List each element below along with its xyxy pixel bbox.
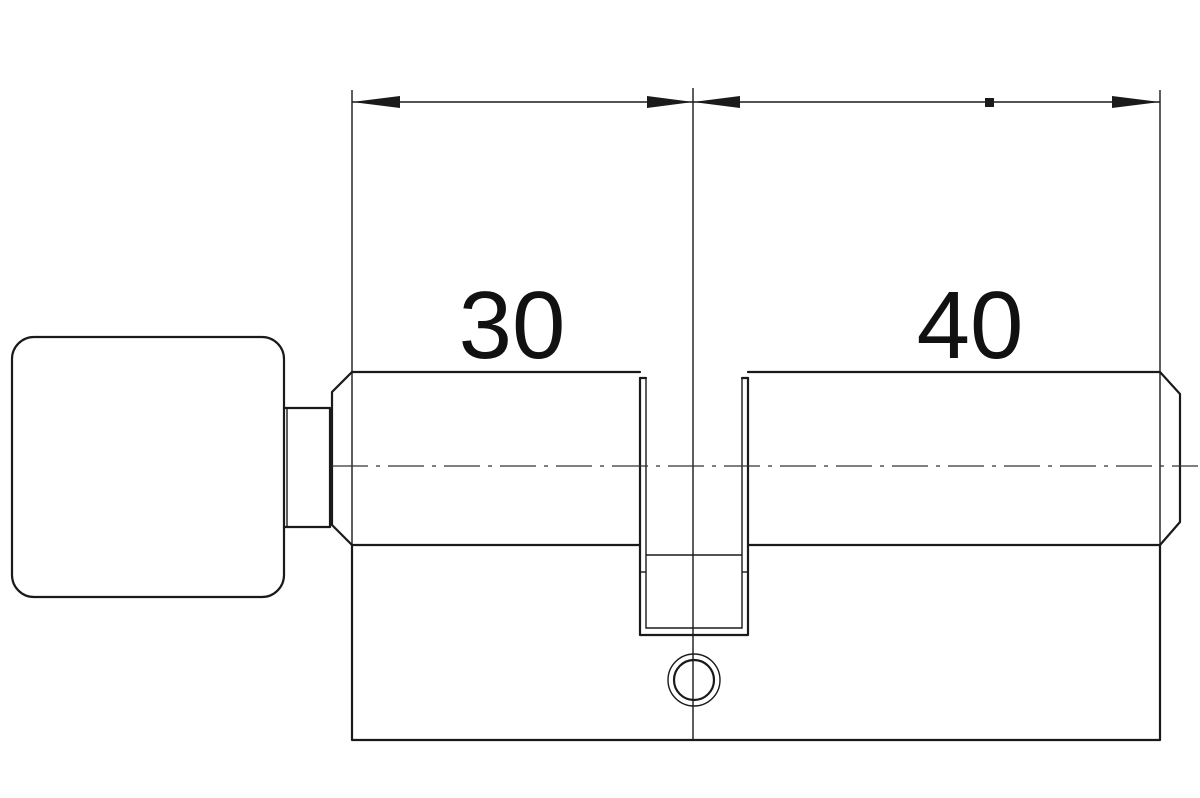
left-arrowhead-start <box>352 96 400 108</box>
right-arrowhead-end <box>1112 96 1160 108</box>
dimension-line <box>352 96 1160 108</box>
right-cylinder-body <box>746 370 1182 547</box>
dimension-tick-mark <box>985 98 994 107</box>
left-cylinder-body <box>330 370 642 547</box>
cam-section <box>638 376 750 637</box>
left-dimension-label: 30 <box>459 272 566 379</box>
thumb-turn-knob <box>10 335 286 599</box>
knob-stem <box>282 406 332 529</box>
left-arrowhead-end <box>647 96 693 108</box>
right-arrowhead-start <box>693 96 740 108</box>
fixing-screw-hole <box>667 653 721 707</box>
right-dimension-label: 40 <box>917 272 1024 379</box>
lower-profile-outline <box>350 543 1162 742</box>
